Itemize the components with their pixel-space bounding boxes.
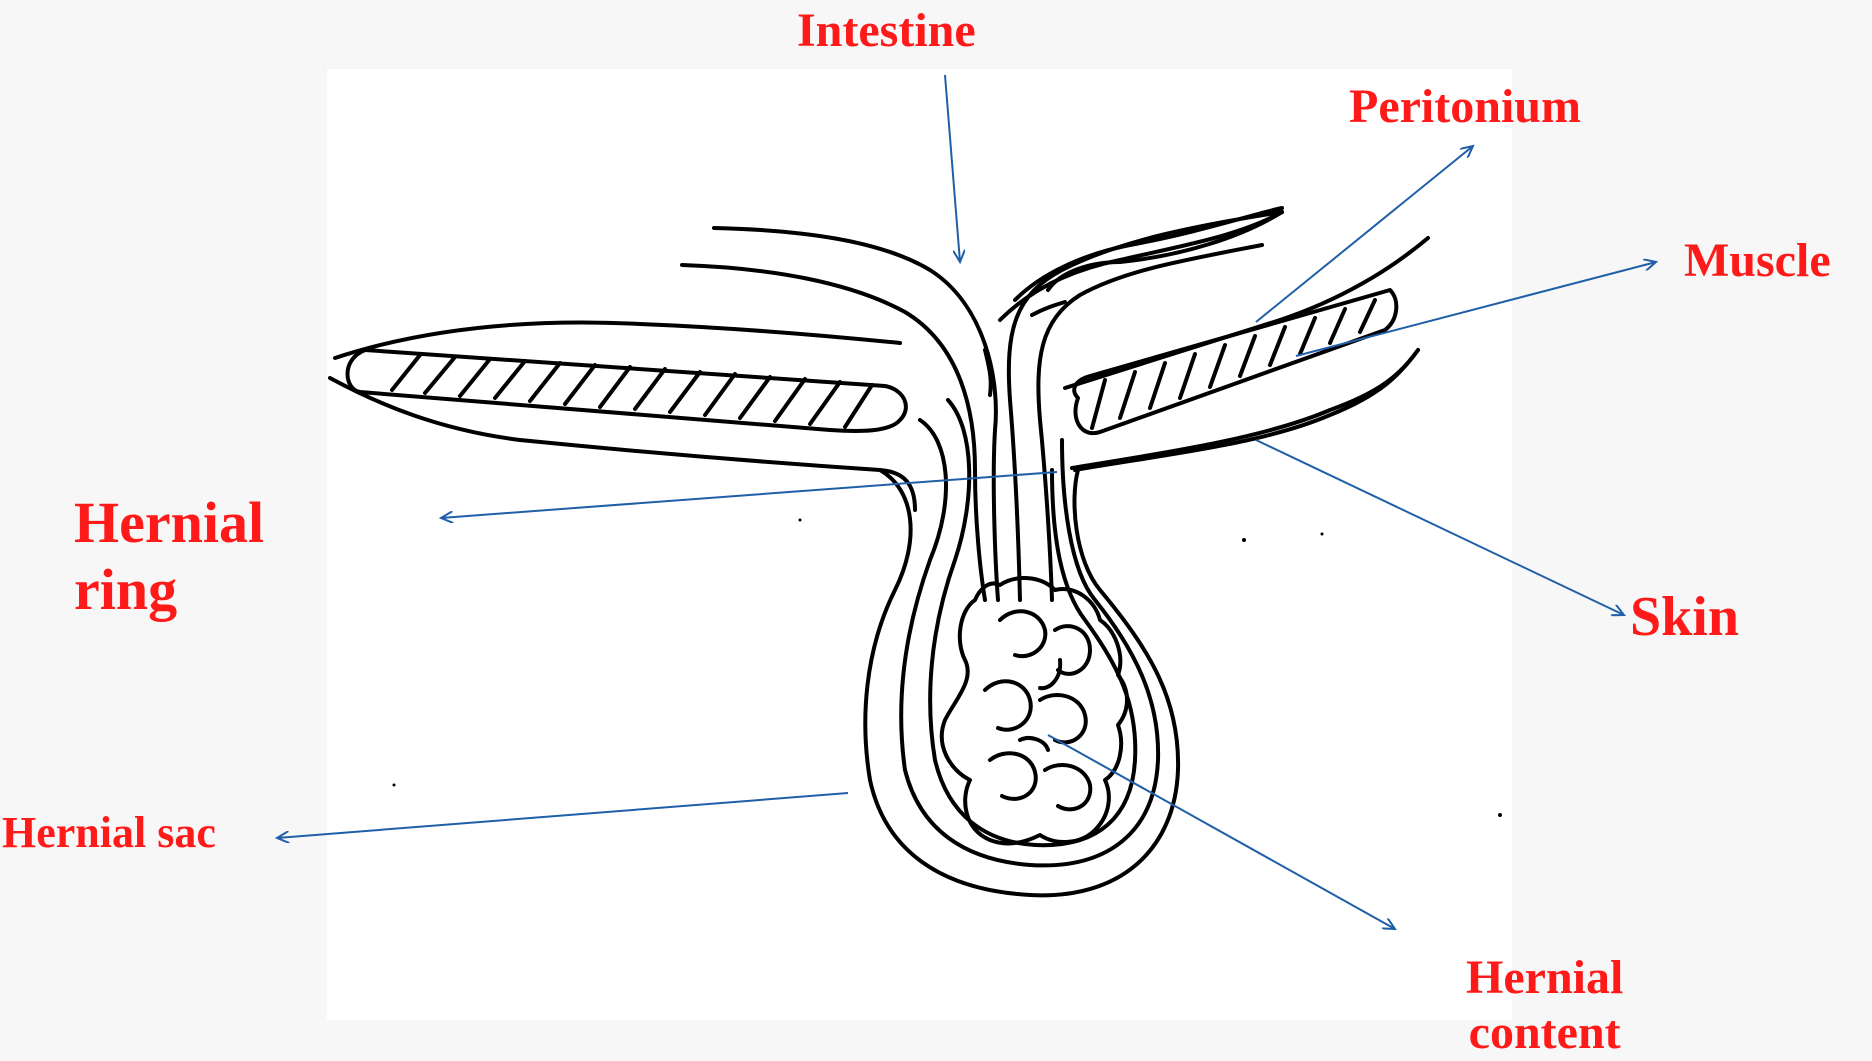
sac-middle-layer (901, 420, 1158, 865)
left-muscle-hatching (392, 355, 872, 427)
label-hernial-content: Hernial content (1466, 950, 1623, 1060)
label-peritonium: Peritonium (1349, 82, 1581, 132)
left-body-wall (330, 322, 915, 510)
intestine-loop (682, 212, 1282, 600)
left-muscle-band (348, 350, 906, 431)
label-hernial-ring-line2: ring (74, 557, 264, 624)
label-hernial-sac: Hernial sac (2, 810, 216, 856)
right-outer-skin (1062, 344, 1416, 468)
label-hernial-content-line1: Hernial (1466, 950, 1623, 1005)
label-intestine: Intestine (797, 6, 976, 56)
intestine-coils (942, 578, 1127, 843)
arrow-intestine (945, 75, 960, 262)
arrow-muscle (1296, 262, 1656, 356)
right-peritoneum-curve (1000, 212, 1282, 320)
arrow-hernial-sac (277, 793, 848, 838)
intestine-left-inner (682, 265, 985, 600)
label-hernial-content-line2: content (1466, 1005, 1623, 1060)
arrow-skin (1256, 440, 1624, 615)
label-muscle: Muscle (1684, 236, 1831, 286)
right-wall-layers (1000, 212, 1428, 470)
label-skin: Skin (1630, 588, 1739, 647)
arrow-hernial-ring (441, 472, 1057, 518)
label-hernial-ring: Hernial ring (74, 490, 264, 623)
label-hernial-ring-line1: Hernial (74, 490, 264, 557)
specks (393, 519, 1503, 818)
